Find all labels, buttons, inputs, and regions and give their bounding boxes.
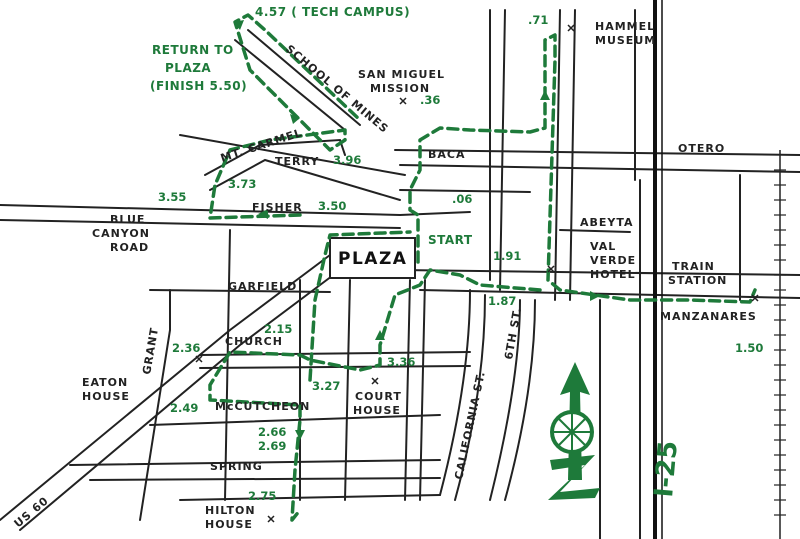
mile-215: 2.15	[264, 322, 292, 336]
hammel-label-2: MUSEUM	[595, 34, 656, 47]
california-label: CALIFORNIA ST.	[452, 370, 488, 481]
north-arrow-icon	[548, 362, 600, 500]
return-label-3: (FINISH 5.50)	[150, 79, 247, 93]
poi-markers	[195, 24, 759, 523]
church-label: CHURCH	[225, 335, 283, 348]
eaton-label-1: EATON	[82, 376, 128, 389]
mile-327: 3.27	[312, 379, 340, 393]
mile-396: 3.96	[333, 153, 361, 167]
eaton-label-2: HOUSE	[82, 390, 130, 403]
mile-249: 2.49	[170, 401, 198, 415]
return-label-2: PLAZA	[165, 61, 211, 75]
garfield-label: GARFIELD	[228, 280, 297, 293]
blue-canyon-label-1: BLUE	[110, 213, 145, 226]
mile-275: 2.75	[248, 489, 276, 503]
us60-label: US 60	[12, 494, 52, 530]
mile-006: .06	[452, 192, 472, 206]
street-network	[0, 9, 800, 539]
plaza-block	[329, 237, 416, 279]
hammel-label-1: HAMMEL	[595, 20, 655, 33]
san-miguel-label-2: MISSION	[370, 82, 430, 95]
mile-269: 2.69	[258, 439, 286, 453]
otero-label: OTERO	[678, 142, 725, 155]
val-verde-label-2: VERDE	[590, 254, 636, 267]
court-label-2: HOUSE	[353, 404, 401, 417]
mile-373: 3.73	[228, 177, 256, 191]
railroad	[653, 0, 786, 539]
mile-266: 2.66	[258, 425, 286, 439]
fisher-label: FISHER	[252, 201, 303, 214]
train-label-2: STATION	[668, 274, 727, 287]
mile-355: 3.55	[158, 190, 186, 204]
i25-label: I-25	[649, 440, 684, 499]
sixth-st-label: 6TH ST.	[502, 306, 524, 361]
baca-label: BACA	[428, 148, 465, 161]
start-label: START	[428, 233, 473, 247]
blue-canyon-label-2: CANYON	[92, 227, 150, 240]
route-arrows	[234, 20, 600, 440]
court-label-1: COURT	[355, 390, 402, 403]
abeyta-label: ABEYTA	[580, 216, 634, 229]
val-verde-label-3: HOTEL	[590, 268, 636, 281]
mile-236: 2.36	[172, 341, 200, 355]
val-verde-label-1: VAL	[590, 240, 616, 253]
grant-label: GRANT	[140, 326, 161, 375]
manzanares-label: MANZANARES	[660, 310, 757, 323]
hilton-label-2: HOUSE	[205, 518, 253, 531]
return-label-1: RETURN TO	[152, 43, 234, 57]
mile-071: .71	[528, 13, 548, 27]
train-label-1: TRAIN	[672, 260, 715, 273]
tech-campus-label: 4.57 ( TECH CAMPUS)	[255, 5, 410, 19]
mile-336: 3.36	[387, 355, 415, 369]
mile-191: 1.91	[493, 249, 521, 263]
terry-label: TERRY	[275, 155, 319, 168]
mile-150: 1.50	[735, 341, 763, 355]
mile-350: 3.50	[318, 199, 346, 213]
hilton-label-1: HILTON	[205, 504, 256, 517]
san-miguel-label-1: SAN MIGUEL	[358, 68, 445, 81]
mile-187: 1.87	[488, 294, 516, 308]
plaza-label: PLAZA	[338, 249, 407, 269]
mccutcheon-label: McCUTCHEON	[215, 400, 310, 413]
blue-canyon-label-3: ROAD	[110, 241, 149, 254]
spring-label: SPRING	[210, 460, 263, 473]
route-path	[208, 13, 757, 522]
mile-036: .36	[420, 93, 440, 107]
